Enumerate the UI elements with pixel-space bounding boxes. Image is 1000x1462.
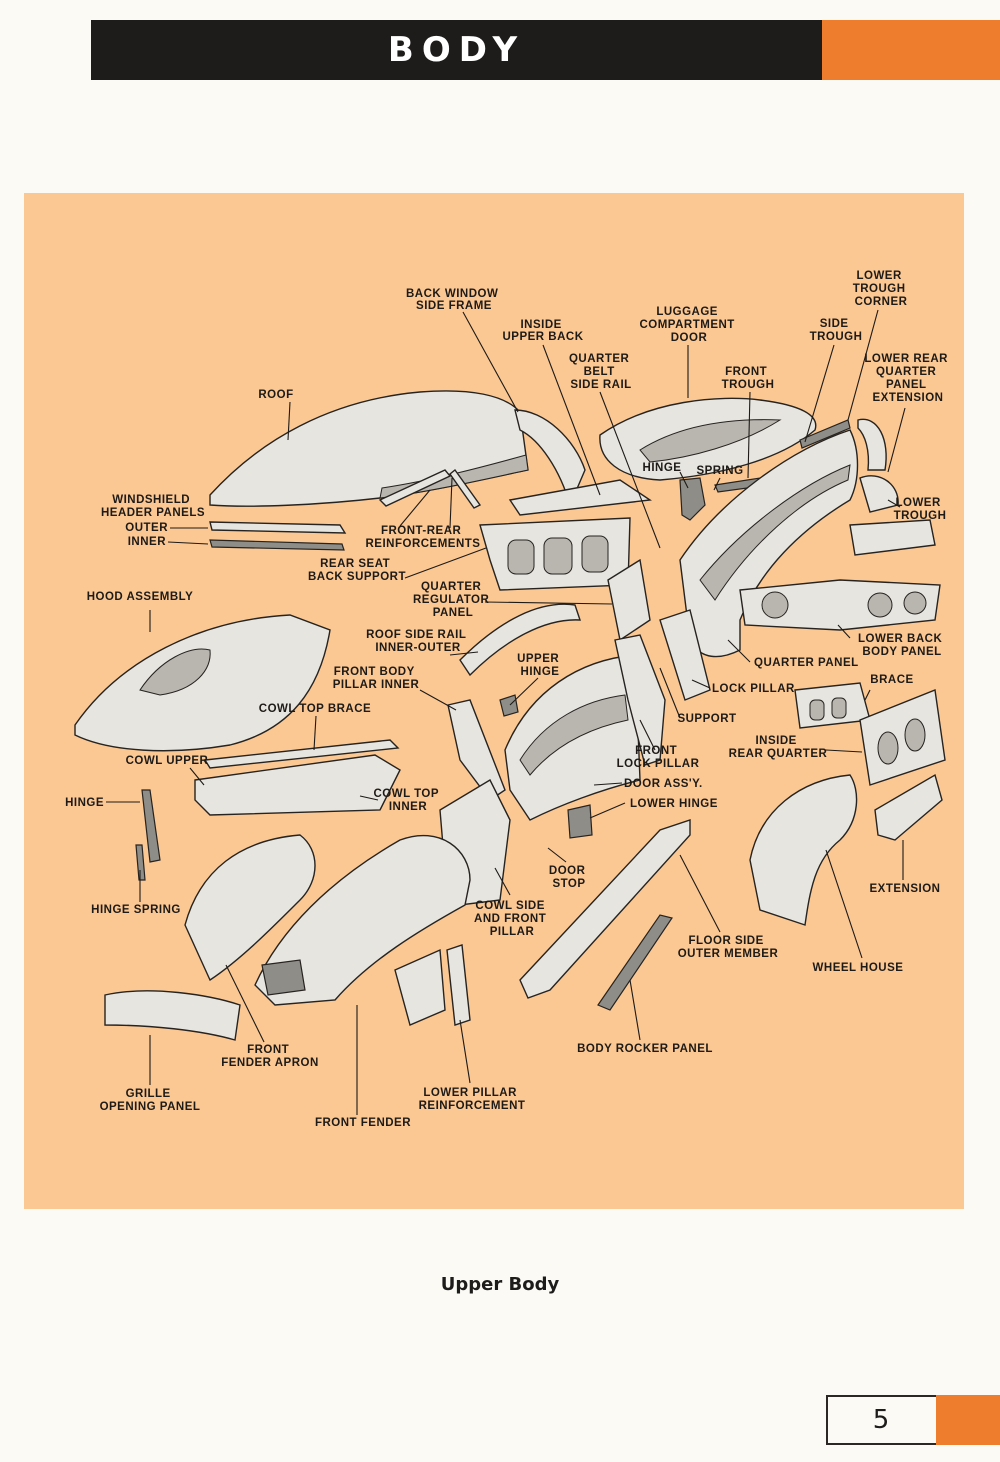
lower-back-body-panel-part	[739, 579, 941, 631]
label-floor-side-outer-member: FLOOR SIDE OUTER MEMBER	[678, 935, 779, 960]
label-wheel-house: WHEEL HOUSE	[813, 962, 904, 974]
label-extension: EXTENSION	[870, 883, 941, 895]
label-brace: BRACE	[870, 674, 913, 686]
lower-trough-part	[849, 519, 936, 556]
lower-pillar-reinforcement-part	[394, 944, 471, 1026]
roof-side-rail-part	[459, 603, 581, 677]
label-quarter-panel: QUARTER PANEL	[754, 657, 859, 669]
quarter-panel-part	[679, 429, 859, 658]
leader-lines	[106, 309, 906, 1115]
label-inside-rear-quarter: INSIDE REAR QUARTER	[729, 735, 828, 760]
label-grille-opening-panel: GRILLE OPENING PANEL	[100, 1088, 201, 1113]
label-front-trough: FRONT TROUGH	[722, 366, 775, 391]
label-lower-trough-corner: LOWER TROUGH CORNER	[853, 270, 910, 308]
section-title: BODY	[387, 30, 526, 70]
label-support: SUPPORT	[677, 713, 736, 725]
page-number-accent	[936, 1395, 1000, 1445]
door-assembly-part	[504, 654, 641, 821]
lower-hinge-part	[567, 804, 593, 839]
label-front-fender-apron: FRONT FENDER APRON	[221, 1044, 319, 1069]
exploded-body-diagram: BACK WINDOW SIDE FRAME INSIDE UPPER BACK…	[24, 193, 964, 1209]
upper-hinge-part	[499, 694, 519, 717]
brace-part	[794, 682, 871, 729]
lower-rear-quarter-extension-part	[857, 418, 899, 513]
label-quarter-belt-side-rail: QUARTER BELT SIDE RAIL	[569, 353, 633, 391]
luggage-compartment-door-part	[599, 397, 817, 481]
label-side-trough: SIDE TROUGH	[810, 318, 863, 343]
label-quarter-regulator-panel: QUARTER REGULATOR PANEL	[413, 581, 493, 619]
figure-caption: Upper Body	[440, 1274, 560, 1295]
label-hood-assembly: HOOD ASSEMBLY	[87, 591, 194, 603]
rear-seat-back-support-part	[479, 517, 631, 591]
label-cowl-top-inner: COWL TOP INNER	[373, 788, 442, 813]
hood-assembly-part	[74, 614, 331, 752]
label-back-window-side-frame: BACK WINDOW SIDE FRAME	[406, 288, 502, 312]
floor-side-outer-member-part	[519, 819, 691, 999]
label-rear-seat-back-support: REAR SEAT BACK SUPPORT	[308, 558, 406, 583]
label-windshield-header-panels: WINDSHIELD HEADER PANELS	[101, 494, 205, 519]
windshield-header-outer-part	[209, 521, 347, 534]
label-hinge-left: HINGE	[65, 797, 104, 809]
quarter-regulator-panel-part	[607, 558, 651, 642]
label-hinge-top: HINGE	[643, 462, 682, 474]
label-cowl-side-front-pillar: COWL SIDE AND FRONT PILLAR	[474, 900, 550, 938]
label-cowl-top-brace: COWL TOP BRACE	[259, 703, 371, 715]
diagram-drawing: BACK WINDOW SIDE FRAME INSIDE UPPER BACK…	[65, 270, 951, 1129]
label-upper-hinge: UPPER HINGE	[517, 653, 563, 678]
front-fender-part	[254, 834, 471, 1006]
front-body-pillar-part	[447, 699, 506, 801]
wheel-house-part	[749, 774, 858, 926]
label-body-rocker-panel: BODY ROCKER PANEL	[577, 1043, 713, 1055]
label-door-stop: DOOR STOP	[549, 865, 589, 890]
label-front-body-pillar-inner: FRONT BODY PILLAR INNER	[333, 666, 420, 691]
extension-part	[874, 773, 943, 841]
label-inside-upper-back: INSIDE UPPER BACK	[502, 319, 583, 343]
grille-opening-panel-part	[104, 990, 241, 1041]
label-front-lock-pillar: FRONT LOCK PILLAR	[617, 745, 700, 770]
hinge-left-part	[141, 789, 161, 863]
label-outer: OUTER	[125, 522, 168, 534]
diagram-labels: BACK WINDOW SIDE FRAME INSIDE UPPER BACK…	[65, 270, 951, 1129]
label-front-fender: FRONT FENDER	[315, 1117, 411, 1129]
windshield-header-inner-part	[209, 539, 345, 551]
page-number: 5	[872, 1405, 890, 1435]
label-lower-rear-quarter-panel-extension: LOWER REAR QUARTER PANEL EXTENSION	[864, 353, 951, 404]
hinge-spring-part	[135, 844, 146, 881]
label-luggage-compartment-door: LUGGAGE COMPARTMENT DOOR	[639, 306, 738, 344]
side-trough-part	[799, 419, 851, 449]
front-fender-apron-part	[184, 834, 316, 982]
roof-part	[209, 390, 529, 507]
page-number-box	[826, 1395, 936, 1445]
inside-upper-back-part	[508, 479, 652, 516]
front-rear-reinforcement-parts	[378, 468, 482, 509]
label-roof: ROOF	[258, 389, 293, 401]
header-accent-block	[822, 20, 1000, 80]
body-rocker-panel-part	[597, 914, 673, 1011]
label-lower-pillar-reinforcement: LOWER PILLAR REINFORCEMENT	[419, 1087, 526, 1112]
label-roof-side-rail: ROOF SIDE RAIL INNER-OUTER	[366, 629, 470, 654]
label-lower-trough: LOWER TROUGH	[894, 497, 947, 522]
label-door-assy: DOOR ASS'Y.	[624, 778, 703, 790]
label-lower-back-body-panel: LOWER BACK BODY PANEL	[858, 633, 946, 658]
label-lower-hinge: LOWER HINGE	[630, 798, 718, 810]
front-lock-pillar-part	[614, 634, 666, 766]
lock-pillar-part	[659, 609, 711, 701]
label-inner: INNER	[128, 536, 166, 548]
label-spring: SPRING	[696, 465, 743, 477]
header-bar	[91, 20, 822, 80]
cowl-upper-part	[194, 739, 401, 816]
label-hinge-spring: HINGE SPRING	[91, 904, 181, 916]
inside-rear-quarter-part	[859, 689, 946, 786]
label-lock-pillar: LOCK PILLAR	[712, 683, 795, 695]
label-cowl-upper: COWL UPPER	[126, 755, 209, 767]
label-front-rear-reinforcements: FRONT-REAR REINFORCEMENTS	[366, 525, 481, 550]
